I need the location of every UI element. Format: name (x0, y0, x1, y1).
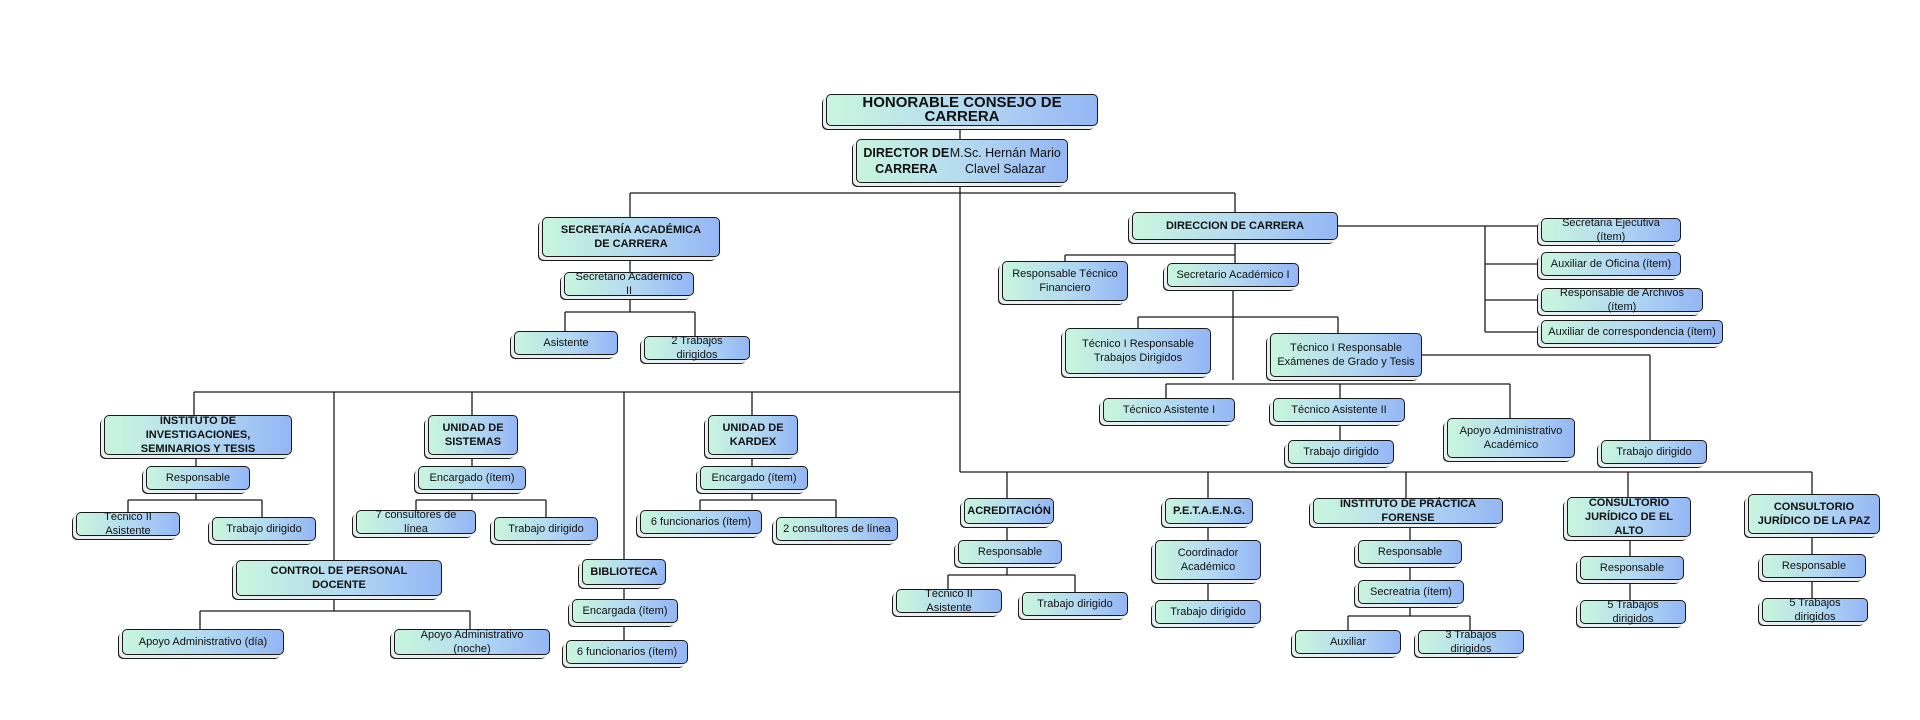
org-node-ipf-trab: 3 Trabajos dirigidos (1418, 629, 1524, 655)
org-node-paz-resp: Responsable (1762, 554, 1866, 578)
org-node-ipf-sec: Secreatria (ítem) (1358, 580, 1464, 604)
org-node-alto-resp: Responsable (1580, 556, 1684, 580)
org-node-tec-asist-ii: Técnico Asistente II (1273, 398, 1405, 422)
org-node-bib-func: 6 funcionarios (ítem) (566, 640, 688, 664)
org-node-tec-trab: Técnico I Responsable Trabajos Dirigidos (1065, 328, 1211, 374)
org-node-tec-asist-i: Técnico Asistente I (1103, 398, 1235, 422)
org-node-sec-ejec: Secretaria Ejecutiva (ítem) (1541, 217, 1681, 243)
org-node-sec-acad: SECRETARÍA ACADÉMICA DE CARRERA (542, 217, 720, 257)
org-node-sis-trab: Trabajo dirigido (494, 517, 598, 541)
org-node-apoyo-noche: Apoyo Administrativo (noche) (394, 629, 550, 655)
org-node-unidad-sis: UNIDAD DE SISTEMAS (428, 415, 518, 455)
org-node-ipf: INSTITUTO DE PRÁCTICA FORENSE (1313, 498, 1503, 524)
org-node-trab-dir-b: Trabajo dirigido (1601, 440, 1707, 464)
org-node-acred-resp: Responsable (958, 540, 1062, 564)
org-node-apoyo-dia: Apoyo Administrativo (día) (122, 629, 284, 655)
org-node-consejo: HONORABLE CONSEJO DE CARRERA (826, 94, 1098, 126)
org-node-resp-arch: Responsable de Archivos (ítem) (1541, 287, 1703, 313)
org-node-peta-coord: Coordinador Académico (1155, 540, 1261, 580)
org-node-apoyo-acad: Apoyo Administrativo Académico (1447, 418, 1575, 458)
org-node-acred-tec: Técnico II Asistente (896, 588, 1002, 614)
org-node-peta: P.E.T.A.E.N.G. (1165, 498, 1253, 524)
org-node-kar-enc: Encargado (ítem) (700, 466, 808, 490)
org-node-trab2: 2 Trabajos dirigidos (644, 335, 750, 361)
org-node-unidad-kar: UNIDAD DE KARDEX (708, 415, 798, 455)
org-node-sec-acad-ii: Secretario Académico II (564, 271, 694, 297)
org-node-inst-trab: Trabajo dirigido (212, 517, 316, 541)
org-node-tec-exam: Técnico I Responsable Exámenes de Grado … (1270, 333, 1422, 377)
org-node-control: CONTROL DE PERSONAL DOCENTE (236, 560, 442, 596)
org-node-inst-tec: Técnico II Asistente (76, 511, 180, 537)
org-node-sis-enc: Encargado (ítem) (418, 466, 526, 490)
node-title: DIRECTOR DE CARRERA (863, 146, 950, 176)
org-node-sis-cons: 7 consultores de línea (356, 509, 476, 535)
org-node-inst-resp: Responsable (146, 466, 250, 490)
org-node-kar-cons: 2 consultores de línea (776, 517, 898, 541)
org-node-kar-func: 6 funcionarios (ítem) (640, 510, 762, 534)
org-node-instituto: INSTITUTO DE INVESTIGACIONES, SEMINARIOS… (104, 415, 292, 455)
org-node-acred: ACREDITACIÓN (964, 498, 1054, 524)
org-node-aux-ofi: Auxiliar de Oficina (ítem) (1541, 252, 1681, 276)
org-node-ipf-aux: Auxiliar (1295, 630, 1401, 654)
org-node-alto-trab: 5 Trabajos dirigidos (1580, 599, 1686, 625)
org-node-peta-trab: Trabajo dirigido (1155, 600, 1261, 624)
org-node-trab-dir-a: Trabajo dirigido (1288, 440, 1394, 464)
org-node-acred-trab: Trabajo dirigido (1022, 592, 1128, 616)
org-node-cons-paz: CONSULTORIO JURÍDICO DE LA PAZ (1748, 494, 1880, 534)
org-node-paz-trab: 5 Trabajos dirigidos (1762, 597, 1868, 623)
org-node-direccion: DIRECCION DE CARRERA (1132, 212, 1338, 240)
node-subtitle: M.Sc. Hernán Mario Clavel Salazar (949, 146, 1061, 176)
org-node-sec-acad-i: Secretario Académico I (1167, 263, 1299, 287)
org-node-cons-alto: CONSULTORIO JURÍDICO DE EL ALTO (1567, 497, 1691, 537)
org-node-biblioteca: BIBLIOTECA (582, 559, 666, 585)
org-node-asistente: Asistente (514, 331, 618, 355)
org-node-ipf-resp: Responsable (1358, 540, 1462, 564)
org-node-bib-enc: Encargada (ítem) (572, 599, 678, 623)
org-node-resp-tec-fin: Responsable Técnico Financiero (1002, 261, 1128, 301)
org-node-aux-corr: Auxiliar de correspondencia (ítem) (1541, 320, 1723, 344)
